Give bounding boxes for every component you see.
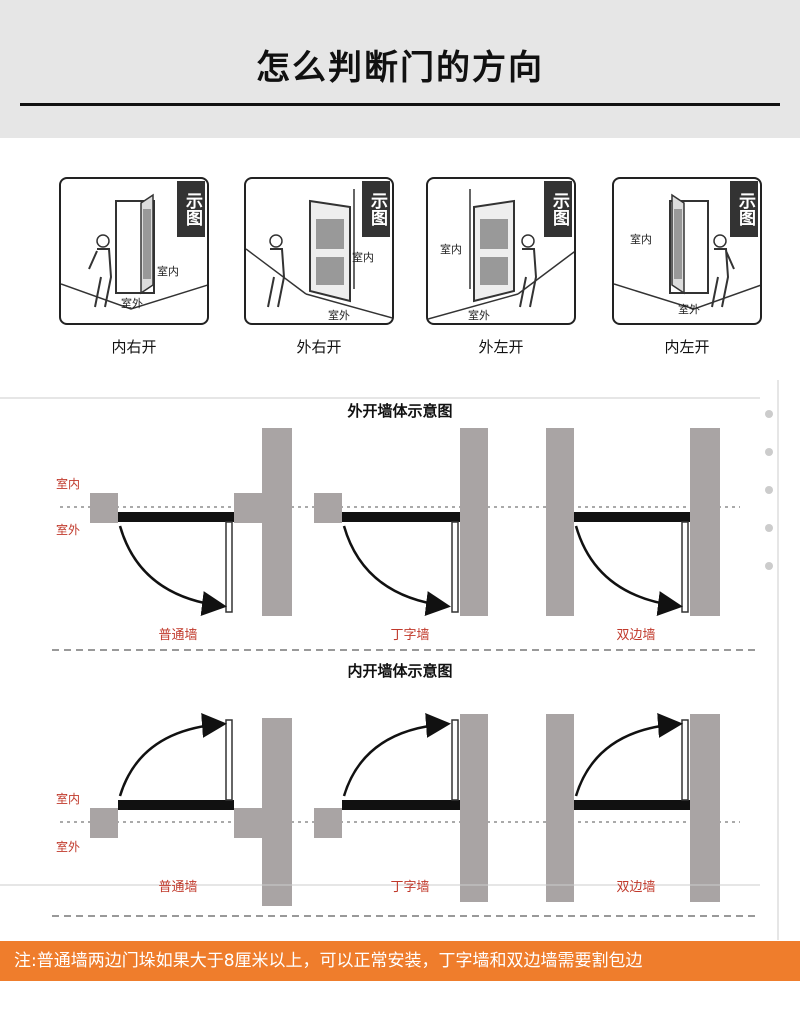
outside-label: 室外 — [328, 309, 350, 322]
badge-label: 示图 — [544, 181, 572, 237]
door-illustration — [246, 189, 392, 319]
inward-double-wall — [546, 713, 720, 902]
caption-inner-right: 内右开 — [111, 338, 157, 356]
door-illustration — [428, 189, 574, 320]
outward-t-wall — [314, 428, 488, 616]
outward-normal-wall-label: 普通墙 — [158, 628, 198, 643]
badge-label: 示图 — [730, 181, 758, 237]
wall-diagrams — [0, 380, 779, 940]
decor-dot — [765, 486, 773, 494]
inward-double-wall-label: 双边墙 — [616, 880, 656, 895]
door-illustration — [614, 193, 760, 310]
caption-outer-right: 外右开 — [296, 338, 342, 356]
inward-normal-wall — [90, 713, 292, 906]
decor-dot — [765, 448, 773, 456]
page-title: 怎么判断门的方向 — [256, 48, 544, 88]
badge-label: 示图 — [177, 181, 205, 237]
badge-label: 示图 — [362, 181, 390, 237]
inside-label: 室内 — [157, 265, 179, 278]
title-underline — [20, 103, 780, 106]
inward-t-wall-label: 丁字墙 — [390, 880, 430, 895]
outward-double-wall-label: 双边墙 — [616, 628, 656, 643]
outward-outside-label: 室外 — [56, 523, 81, 537]
inward-outside-label: 室外 — [56, 840, 81, 854]
outside-label: 室外 — [121, 297, 143, 310]
installation-note: 注:普通墙两边门垛如果大于8厘米以上，可以正常安装，丁字墙和双边墙需要割包边 — [0, 941, 800, 981]
decor-dot — [765, 524, 773, 532]
door-illustration — [61, 193, 207, 310]
inward-section-title: 内开墙体示意图 — [347, 662, 453, 680]
header: 怎么判断门的方向 — [0, 0, 800, 138]
caption-outer-left: 外左开 — [478, 338, 524, 356]
outside-label: 室外 — [678, 303, 700, 316]
inside-label: 室内 — [630, 233, 652, 246]
outward-t-wall-label: 丁字墙 — [390, 628, 430, 643]
door-card-outer-left: 示图 室内 室外 — [426, 177, 576, 325]
decor-dot — [765, 410, 773, 418]
outward-inside-label: 室内 — [56, 477, 81, 491]
door-card-outer-right: 示图 室内 室外 — [244, 177, 394, 325]
inward-t-wall — [314, 713, 488, 902]
inside-label: 室内 — [440, 243, 462, 256]
inward-inside-label: 室内 — [56, 792, 81, 806]
outside-label: 室外 — [468, 309, 490, 322]
caption-inner-left: 内左开 — [664, 338, 710, 356]
decor-dot — [765, 562, 773, 570]
inward-normal-wall-label: 普通墙 — [158, 880, 198, 895]
door-card-inner-right: 示图 室内 室外 — [59, 177, 209, 325]
outward-section-title: 外开墙体示意图 — [347, 402, 453, 420]
outward-normal-wall — [90, 428, 292, 616]
inside-label: 室内 — [352, 251, 374, 264]
outward-double-wall — [546, 428, 720, 616]
door-card-inner-left: 示图 室内 室外 — [612, 177, 762, 325]
